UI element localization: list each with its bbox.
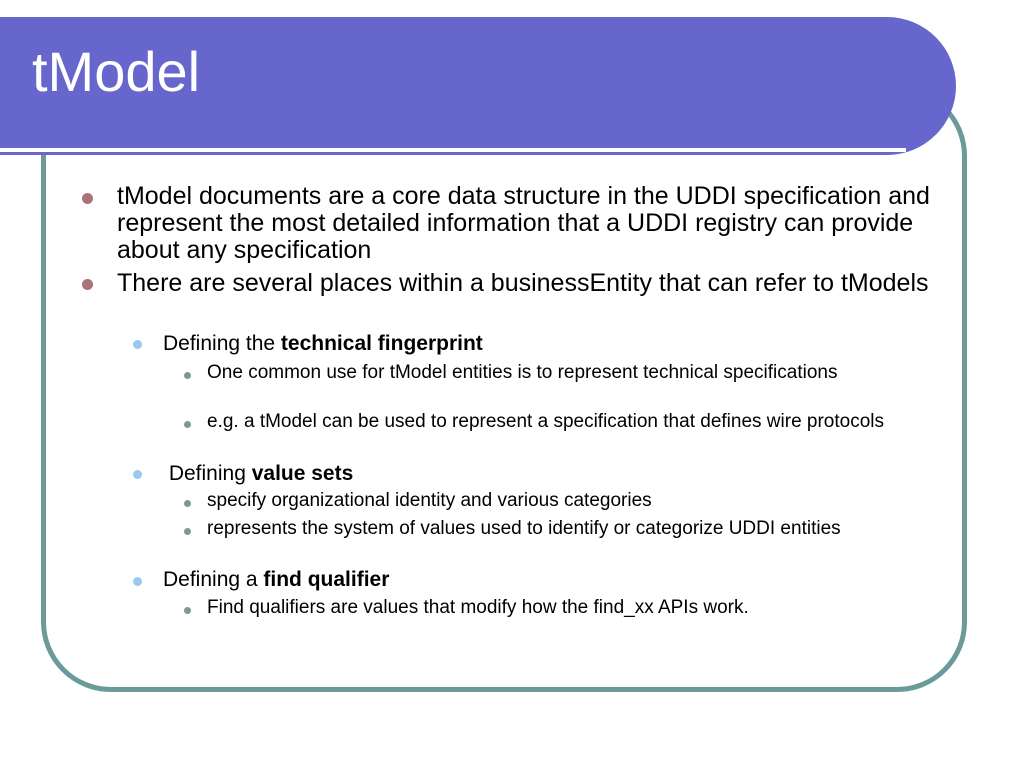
bullet-level2-prefix: Defining a xyxy=(163,568,264,591)
bullet-level2-item: Defining value sets xyxy=(163,462,923,486)
bullet-level3-item: specify organizational identity and vari… xyxy=(207,490,652,511)
bullet-level2-icon xyxy=(133,470,142,479)
bullet-level2-keyword: find qualifier xyxy=(263,568,390,591)
bullet-level1-item: tModel documents are a core data structu… xyxy=(117,182,930,264)
bullet-level2-item: Defining the technical fingerprint xyxy=(163,332,923,356)
bullet-level1-icon xyxy=(82,279,93,290)
bullet-level2-icon xyxy=(133,340,142,349)
bullet-level2-keyword: technical fingerprint xyxy=(280,332,483,355)
title-bar xyxy=(0,17,956,155)
bullet-level3-icon xyxy=(184,528,191,535)
bullet-level2-keyword: value sets xyxy=(251,462,354,485)
bullet-level1-item: There are several places within a busine… xyxy=(117,269,929,297)
bullet-level3-item: represents the system of values used to … xyxy=(207,518,841,539)
slide-title: tModel xyxy=(32,40,201,103)
bullet-level2-prefix: Defining xyxy=(163,462,252,485)
title-underline xyxy=(0,148,906,152)
bullet-level3-icon xyxy=(184,421,191,428)
bullet-level3-item: e.g. a tModel can be used to represent a… xyxy=(207,411,885,432)
bullet-level1-icon xyxy=(82,193,93,204)
bullet-level3-icon xyxy=(184,500,191,507)
content-frame xyxy=(41,86,967,692)
bullet-level2-prefix: Defining the xyxy=(163,332,281,355)
bullet-level2-item: Defining a find qualifier xyxy=(163,568,923,592)
bullet-level3-item: One common use for tModel entities is to… xyxy=(207,362,838,383)
bullet-level3-icon xyxy=(184,372,191,379)
bullet-level3-item: Find qualifiers are values that modify h… xyxy=(207,597,749,618)
bullet-level3-icon xyxy=(184,607,191,614)
bullet-level2-icon xyxy=(133,577,142,586)
